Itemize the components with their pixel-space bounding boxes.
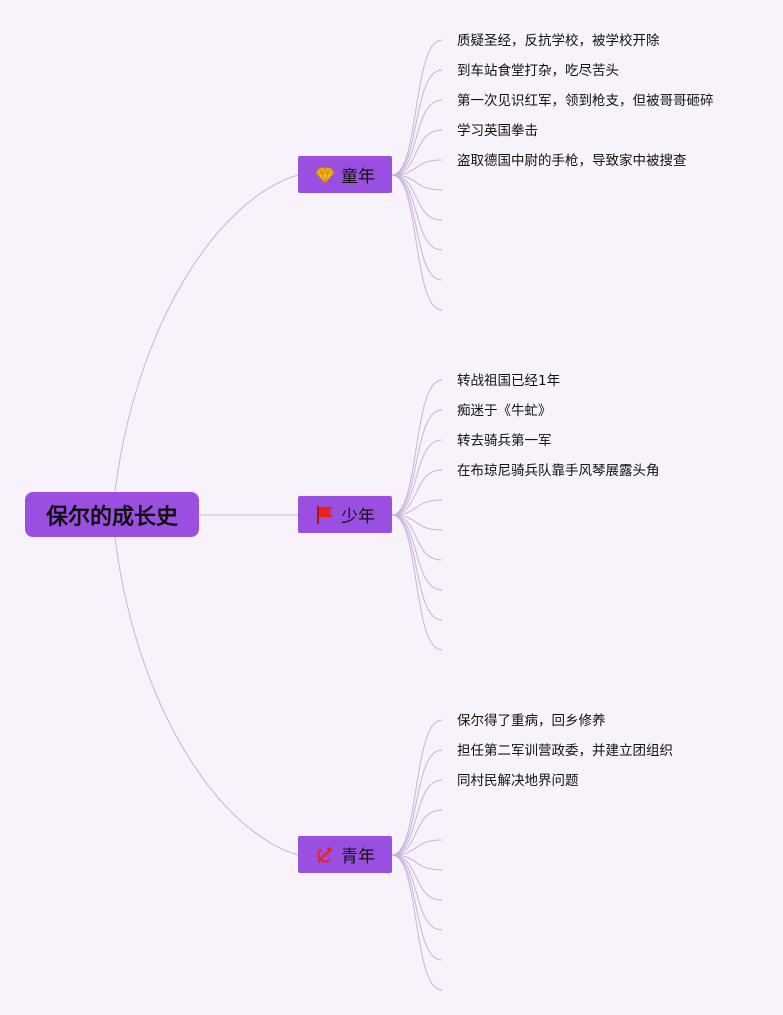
- fan-line-1-1: [391, 409, 443, 516]
- fan-line-1-2: [391, 439, 443, 516]
- fan-line-0-9: [391, 174, 443, 311]
- leaf-childhood-3[interactable]: 第一次见识红军，领到枪支，但被哥哥砸碎: [457, 93, 714, 109]
- root-label: 保尔的成长史: [45, 504, 178, 530]
- leaf-youth-1[interactable]: 转战祖国已经1年: [457, 373, 561, 389]
- connector-root-adult: [114, 536, 299, 856]
- leaf-adult-1[interactable]: 保尔得了重病，回乡修养: [457, 713, 606, 729]
- fan-line-2-3: [391, 809, 443, 856]
- fan-line-1-6: [391, 514, 443, 561]
- fan-line-2-0: [391, 719, 443, 856]
- fan-line-0-6: [391, 174, 443, 221]
- branch-youth[interactable]: 少年: [298, 496, 392, 533]
- fan-line-1-0: [391, 379, 443, 516]
- fan-line-2-9: [391, 854, 443, 991]
- leaf-adult-2[interactable]: 担任第二军训营政委，并建立团组织: [457, 743, 673, 759]
- leaf-adult-3[interactable]: 同村民解决地界问题: [457, 773, 579, 789]
- fan-line-1-3: [391, 469, 443, 516]
- red-flag-icon: [315, 505, 335, 525]
- fan-line-0-5: [391, 174, 443, 191]
- fan-line-0-4: [391, 159, 443, 176]
- fan-line-0-2: [391, 99, 443, 176]
- leaf-youth-2[interactable]: 痴迷于《牛虻》: [457, 403, 552, 419]
- leaf-childhood-5[interactable]: 盗取德国中尉的手枪，导致家中被搜查: [457, 153, 687, 169]
- fan-line-2-5: [391, 854, 443, 871]
- fan-line-0-8: [391, 174, 443, 281]
- leaf-youth-4[interactable]: 在布琼尼骑兵队靠手风琴展露头角: [457, 463, 660, 479]
- leaf-youth-3[interactable]: 转去骑兵第一军: [457, 433, 552, 449]
- fan-line-2-7: [391, 854, 443, 931]
- fan-line-0-3: [391, 129, 443, 176]
- leaf-childhood-2[interactable]: 到车站食堂打杂，吃尽苦头: [457, 63, 619, 79]
- fan-line-0-7: [391, 174, 443, 251]
- leaf-childhood-1[interactable]: 质疑圣经，反抗学校，被学校开除: [457, 33, 660, 49]
- fan-line-2-8: [391, 854, 443, 961]
- branch-adult[interactable]: 青年: [298, 836, 392, 873]
- fan-line-1-9: [391, 514, 443, 651]
- connector-root-childhood: [114, 174, 299, 493]
- fan-line-1-7: [391, 514, 443, 591]
- branch-label-adult: 青年: [341, 847, 375, 867]
- fan-line-2-6: [391, 854, 443, 901]
- branch-label-childhood: 童年: [341, 167, 375, 187]
- fan-line-2-1: [391, 749, 443, 856]
- fan-line-1-4: [391, 499, 443, 516]
- fan-line-1-8: [391, 514, 443, 621]
- root-node[interactable]: 保尔的成长史: [25, 492, 199, 537]
- branch-label-youth: 少年: [341, 507, 375, 527]
- leaf-childhood-4[interactable]: 学习英国拳击: [457, 123, 538, 139]
- fan-line-0-1: [391, 69, 443, 176]
- fan-line-0-0: [391, 39, 443, 176]
- fan-line-1-5: [391, 514, 443, 531]
- hammer-sickle-icon: [315, 845, 335, 865]
- fan-line-2-2: [391, 779, 443, 856]
- fan-line-2-4: [391, 839, 443, 856]
- diamond-icon: [315, 165, 335, 185]
- branch-childhood[interactable]: 童年: [298, 156, 392, 193]
